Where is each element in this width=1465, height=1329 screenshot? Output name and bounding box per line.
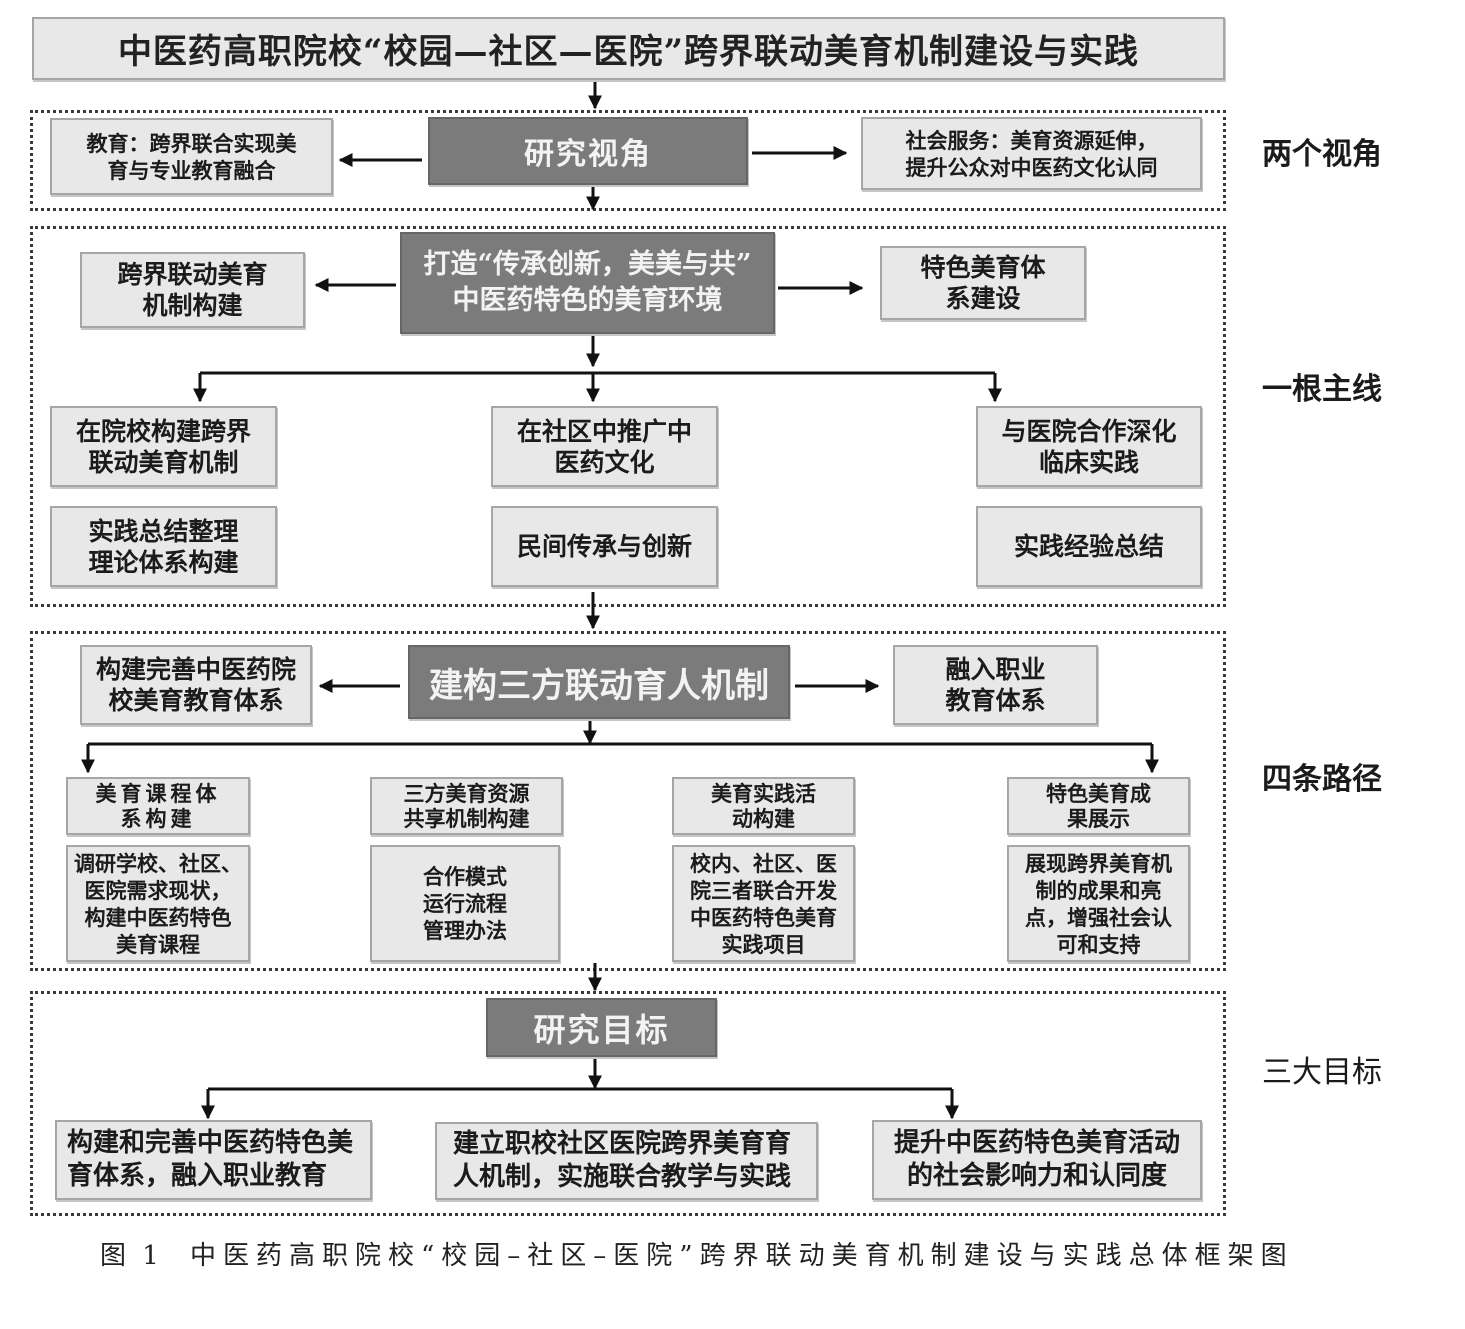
research-goal-box: 研究目标 [486,998,717,1057]
path-body-achievement-display: 展现跨界美育机 制的成果和亮 点，增强社会认 可和支持 [1007,845,1190,962]
goal-influence-box: 提升中医药特色美育活动 的社会影响力和认同度 [872,1120,1202,1200]
theory-system-box: 实践总结整理 理论体系构建 [50,506,277,587]
aesthetic-environment-box: 打造“传承创新，美美与共” 中医药特色的美育环境 [400,232,775,334]
section-main-line [30,226,1226,607]
college-education-system-box: 构建完善中医药院 校美育教育体系 [80,645,312,725]
side-label-three-goals: 三大目标 [1262,1055,1382,1090]
path-header-practice-activity: 美育实践活 动构建 [672,777,855,835]
goal-system-box: 构建和完善中医药特色美 育体系，融入职业教育 [55,1120,372,1200]
section-two-perspectives [30,110,1226,211]
cross-border-mechanism-box: 跨界联动美育 机制构建 [80,252,305,328]
path-header-achievement-display: 特色美育成 果展示 [1007,777,1190,835]
path-header-curriculum: 美育课程体 系构建 [66,777,250,835]
perspective-service-box: 社会服务：美育资源延伸， 提升公众对中医药文化认同 [861,117,1202,190]
figure-number: 图 1 [100,1241,163,1271]
diagram-title: 中医药高职院校“校园—社区—医院”跨界联动美育机制建设与实践 [32,17,1225,80]
path-body-resource-sharing: 合作模式 运行流程 管理办法 [370,845,560,962]
hospital-practice-box: 与医院合作深化 临床实践 [976,406,1202,487]
experience-summary-box: 实践经验总结 [976,506,1202,587]
tripartite-mechanism-box: 建构三方联动育人机制 [408,645,790,719]
goal-mechanism-box: 建立职校社区医院跨界美育育 人机制，实施联合教学与实践 [435,1122,818,1200]
path-body-curriculum: 调研学校、社区、 医院需求现状， 构建中医药特色 美育课程 [66,845,250,962]
side-label-main-line: 一根主线 [1262,372,1382,407]
perspective-education-box: 教育：跨界联合实现美 育与专业教育融合 [50,118,333,195]
community-culture-box: 在社区中推广中 医药文化 [491,406,718,487]
research-perspective-box: 研究视角 [428,117,748,185]
side-label-two-perspectives: 两个视角 [1262,137,1382,172]
path-header-resource-sharing: 三方美育资源 共享机制构建 [370,777,563,835]
side-label-four-paths: 四条路径 [1262,762,1382,797]
college-mechanism-box: 在院校构建跨界 联动美育机制 [50,406,277,487]
figure-caption: 中医药高职院校“校园–社区–医院”跨界联动美育机制建设与实践总体框架图 [190,1241,1294,1271]
section-four-paths [30,631,1226,971]
vocational-education-box: 融入职业 教育体系 [893,645,1098,725]
path-body-practice-activity: 校内、社区、医 院三者联合开发 中医药特色美育 实践项目 [672,845,855,962]
folk-inheritance-box: 民间传承与创新 [491,506,718,587]
section-three-goals [30,991,1226,1216]
featured-system-box: 特色美育体 系建设 [880,246,1086,320]
